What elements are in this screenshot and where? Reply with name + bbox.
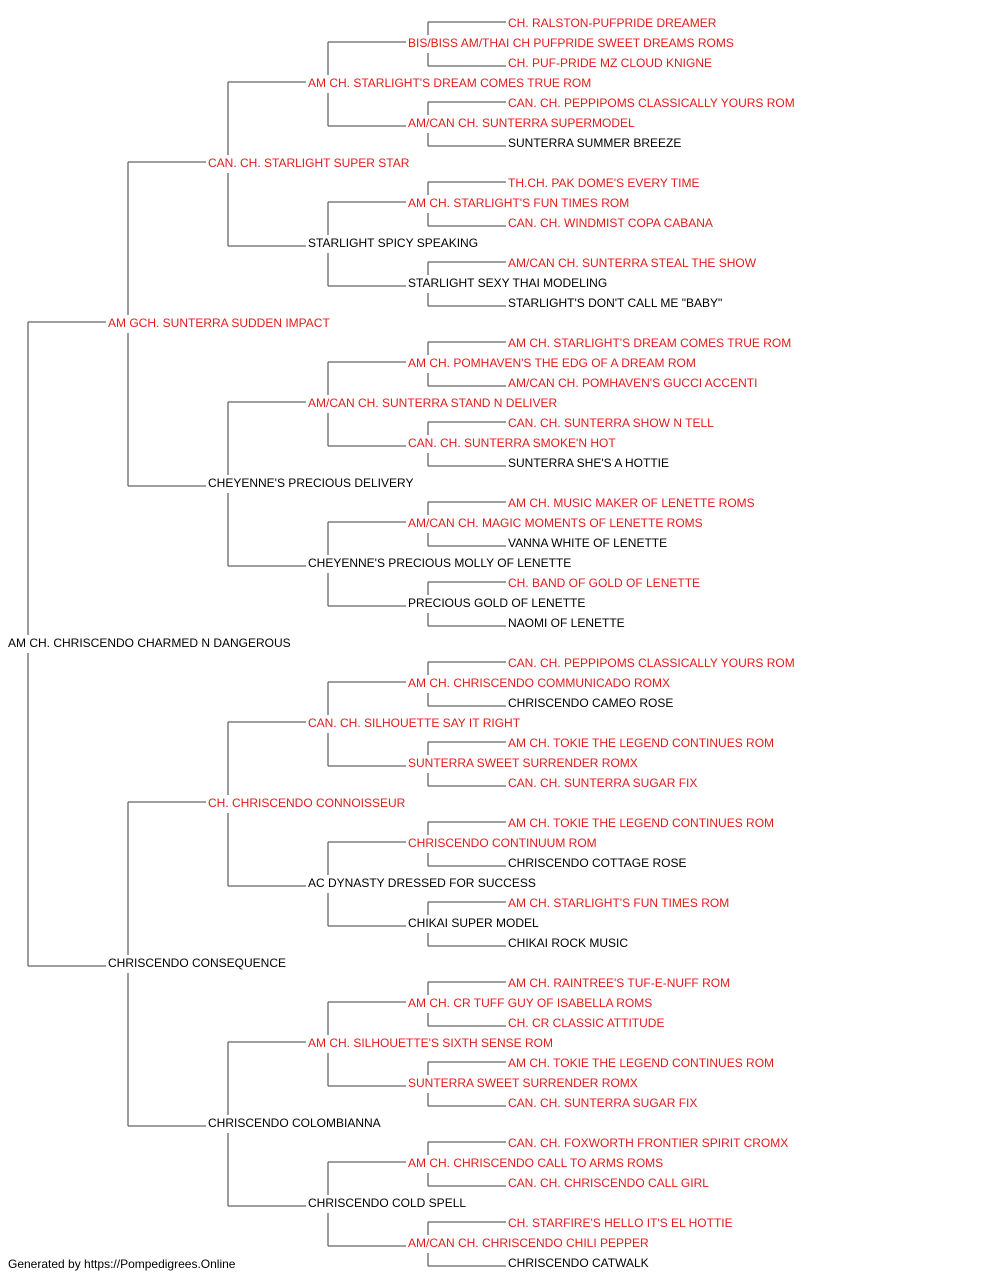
pedigree-dog-name-gen5: VANNA WHITE OF LENETTE xyxy=(508,536,667,550)
pedigree-dog-name-gen4: PRECIOUS GOLD OF LENETTE xyxy=(408,596,585,610)
pedigree-dog-name-gen2: CHRISCENDO COLOMBIANNA xyxy=(208,1116,381,1130)
pedigree-dog-name-gen5: AM CH. MUSIC MAKER OF LENETTE ROMS xyxy=(508,496,755,510)
pedigree-connector-lines xyxy=(27,21,506,1267)
pedigree-dog-name-gen4: AM CH. CR TUFF GUY OF ISABELLA ROMS xyxy=(408,996,652,1010)
pedigree-dog-name-gen5: TH.CH. PAK DOME'S EVERY TIME xyxy=(508,176,699,190)
pedigree-dog-name-gen5: CH. STARFIRE'S HELLO IT'S EL HOTTIE xyxy=(508,1216,733,1230)
pedigree-dog-name-gen5: AM CH. STARLIGHT'S FUN TIMES ROM xyxy=(508,896,729,910)
pedigree-dog-name-gen4: AM/CAN CH. MAGIC MOMENTS OF LENETTE ROMS xyxy=(408,516,703,530)
pedigree-dog-name-gen4: AM CH. POMHAVEN'S THE EDG OF A DREAM ROM xyxy=(408,356,696,370)
pedigree-dog-name-gen2: CAN. CH. STARLIGHT SUPER STAR xyxy=(208,156,410,170)
pedigree-dog-name-gen5: CAN. CH. FOXWORTH FRONTIER SPIRIT CROMX xyxy=(508,1136,788,1150)
pedigree-dog-name-gen3: AC DYNASTY DRESSED FOR SUCCESS xyxy=(308,876,536,890)
pedigree-dog-name-gen1: AM GCH. SUNTERRA SUDDEN IMPACT xyxy=(108,316,330,330)
generated-by-footer: Generated by https://Pompedigrees.Online xyxy=(8,1257,236,1271)
pedigree-dog-name-gen4: AM/CAN CH. SUNTERRA SUPERMODEL xyxy=(408,116,635,130)
pedigree-dog-name-gen5: AM CH. TOKIE THE LEGEND CONTINUES ROM xyxy=(508,1056,774,1070)
pedigree-dog-name-gen5: AM CH. TOKIE THE LEGEND CONTINUES ROM xyxy=(508,736,774,750)
pedigree-dog-name-gen5: CH. CR CLASSIC ATTITUDE xyxy=(508,1016,664,1030)
pedigree-dog-name-gen5: CHRISCENDO CATWALK xyxy=(508,1256,649,1270)
pedigree-dog-name-gen4: CAN. CH. SUNTERRA SMOKE'N HOT xyxy=(408,436,616,450)
pedigree-dog-name-gen5: CAN. CH. PEPPIPOMS CLASSICALLY YOURS ROM xyxy=(508,96,795,110)
pedigree-labels: AM CH. CHRISCENDO CHARMED N DANGEROUS AM … xyxy=(8,16,795,1270)
pedigree-dog-name-gen1: CHRISCENDO CONSEQUENCE xyxy=(108,956,286,970)
pedigree-dog-name-gen5: CAN. CH. SUNTERRA SUGAR FIX xyxy=(508,1096,697,1110)
pedigree-dog-name-gen5: AM/CAN CH. POMHAVEN'S GUCCI ACCENTI xyxy=(508,376,757,390)
pedigree-dog-name-gen5: CHRISCENDO COTTAGE ROSE xyxy=(508,856,686,870)
pedigree-dog-name-gen5: AM CH. TOKIE THE LEGEND CONTINUES ROM xyxy=(508,816,774,830)
pedigree-dog-name-gen5: CHIKAI ROCK MUSIC xyxy=(508,936,628,950)
pedigree-dog-name-gen5: CHRISCENDO CAMEO ROSE xyxy=(508,696,673,710)
pedigree-dog-name-gen2: CHEYENNE'S PRECIOUS DELIVERY xyxy=(208,476,413,490)
pedigree-dog-name-gen5: AM CH. STARLIGHT'S DREAM COMES TRUE ROM xyxy=(508,336,791,350)
pedigree-dog-name-gen4: CHIKAI SUPER MODEL xyxy=(408,916,539,930)
pedigree-dog-name-gen5: CH. RALSTON-PUFPRIDE DREAMER xyxy=(508,16,717,30)
pedigree-dog-name-gen3: CHRISCENDO COLD SPELL xyxy=(308,1196,466,1210)
pedigree-dog-name-gen5: SUNTERRA SHE'S A HOTTIE xyxy=(508,456,669,470)
pedigree-dog-name-gen5: CAN. CH. PEPPIPOMS CLASSICALLY YOURS ROM xyxy=(508,656,795,670)
pedigree-dog-name-gen4: SUNTERRA SWEET SURRENDER ROMX xyxy=(408,1076,638,1090)
pedigree-dog-name-gen4: SUNTERRA SWEET SURRENDER ROMX xyxy=(408,756,638,770)
pedigree-dog-name-gen5: AM CH. RAINTREE'S TUF-E-NUFF ROM xyxy=(508,976,730,990)
pedigree-dog-name-gen4: AM CH. CHRISCENDO COMMUNICADO ROMX xyxy=(408,676,670,690)
pedigree-dog-name-gen5: CAN. CH. WINDMIST COPA CABANA xyxy=(508,216,713,230)
pedigree-dog-name-gen5: STARLIGHT'S DON'T CALL ME "BABY" xyxy=(508,296,722,310)
pedigree-dog-name-gen3: CAN. CH. SILHOUETTE SAY IT RIGHT xyxy=(308,716,521,730)
pedigree-dog-name-gen3: CHEYENNE'S PRECIOUS MOLLY OF LENETTE xyxy=(308,556,571,570)
pedigree-dog-name-gen3: AM CH. SILHOUETTE'S SIXTH SENSE ROM xyxy=(308,1036,553,1050)
pedigree-dog-name-gen5: CAN. CH. SUNTERRA SUGAR FIX xyxy=(508,776,697,790)
pedigree-dog-name-gen4: AM CH. CHRISCENDO CALL TO ARMS ROMS xyxy=(408,1156,663,1170)
pedigree-dog-name-gen5: AM/CAN CH. SUNTERRA STEAL THE SHOW xyxy=(508,256,757,270)
pedigree-dog-name-gen4: CHRISCENDO CONTINUUM ROM xyxy=(408,836,597,850)
pedigree-dog-name-gen5: NAOMI OF LENETTE xyxy=(508,616,625,630)
pedigree-dog-name-gen4: AM/CAN CH. CHRISCENDO CHILI PEPPER xyxy=(408,1236,649,1250)
pedigree-dog-name-gen4: AM CH. STARLIGHT'S FUN TIMES ROM xyxy=(408,196,629,210)
pedigree-dog-name-gen5: CAN. CH. CHRISCENDO CALL GIRL xyxy=(508,1176,709,1190)
pedigree-dog-name-gen2: CH. CHRISCENDO CONNOISSEUR xyxy=(208,796,406,810)
pedigree-dog-name-gen3: STARLIGHT SPICY SPEAKING xyxy=(308,236,478,250)
pedigree-dog-name-gen5: SUNTERRA SUMMER BREEZE xyxy=(508,136,681,150)
pedigree-dog-name-gen4: BIS/BISS AM/THAI CH PUFPRIDE SWEET DREAM… xyxy=(408,36,734,50)
pedigree-dog-name-gen3: AM/CAN CH. SUNTERRA STAND N DELIVER xyxy=(308,396,557,410)
pedigree-dog-name-gen5: CH. BAND OF GOLD OF LENETTE xyxy=(508,576,700,590)
pedigree-dog-name-gen0: AM CH. CHRISCENDO CHARMED N DANGEROUS xyxy=(8,636,291,650)
pedigree-dog-name-gen4: STARLIGHT SEXY THAI MODELING xyxy=(408,276,607,290)
pedigree-dog-name-gen5: CAN. CH. SUNTERRA SHOW N TELL xyxy=(508,416,714,430)
pedigree-dog-name-gen5: CH. PUF-PRIDE MZ CLOUD KNIGNE xyxy=(508,56,712,70)
pedigree-dog-name-gen3: AM CH. STARLIGHT'S DREAM COMES TRUE ROM xyxy=(308,76,591,90)
